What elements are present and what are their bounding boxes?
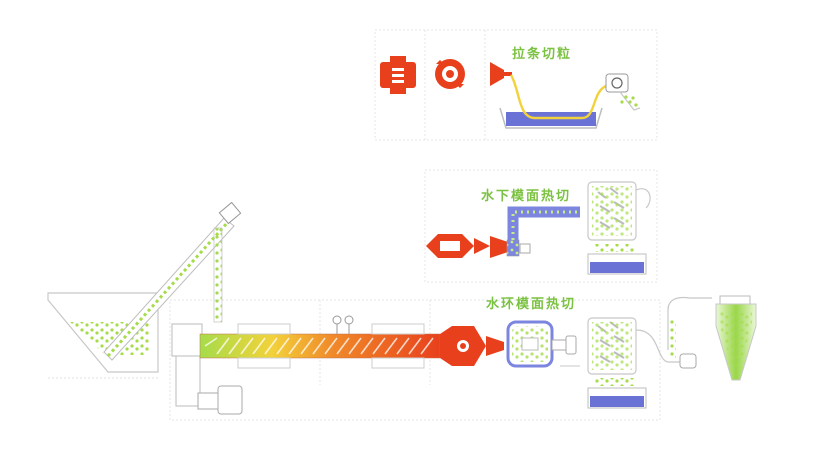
label-strand-pelletizing: 拉条切粒 bbox=[512, 46, 572, 62]
extruder-die-head bbox=[440, 326, 504, 366]
water-ring-dryer bbox=[560, 317, 647, 409]
waterring-panel-outline bbox=[169, 299, 661, 421]
underwater-panel-outline bbox=[424, 169, 658, 283]
screw-feeder-inclined bbox=[103, 201, 242, 361]
extruder-barrel bbox=[199, 315, 441, 369]
pneumatic-conveying-line bbox=[635, 296, 712, 369]
cyclone-silo bbox=[715, 295, 757, 381]
label-water-ring-pelletizing: 水环模面热切 bbox=[486, 296, 576, 312]
strand-panel-outline bbox=[374, 29, 658, 141]
underwater-die-assembly bbox=[426, 234, 531, 258]
label-underwater-pelletizing: 水下模面热切 bbox=[481, 188, 571, 204]
extruder-drive bbox=[171, 323, 243, 415]
feed-hopper bbox=[47, 292, 159, 379]
underwater-dryer bbox=[587, 181, 651, 275]
water-ring-cutter bbox=[506, 320, 577, 368]
melt-pump-icon bbox=[435, 59, 465, 89]
water-bath bbox=[499, 74, 613, 129]
strand-die-flange bbox=[380, 56, 416, 94]
underwater-transport-pipe bbox=[507, 206, 580, 240]
strand-pelletizer-cutter bbox=[605, 73, 641, 111]
strand-die-head bbox=[490, 62, 512, 86]
